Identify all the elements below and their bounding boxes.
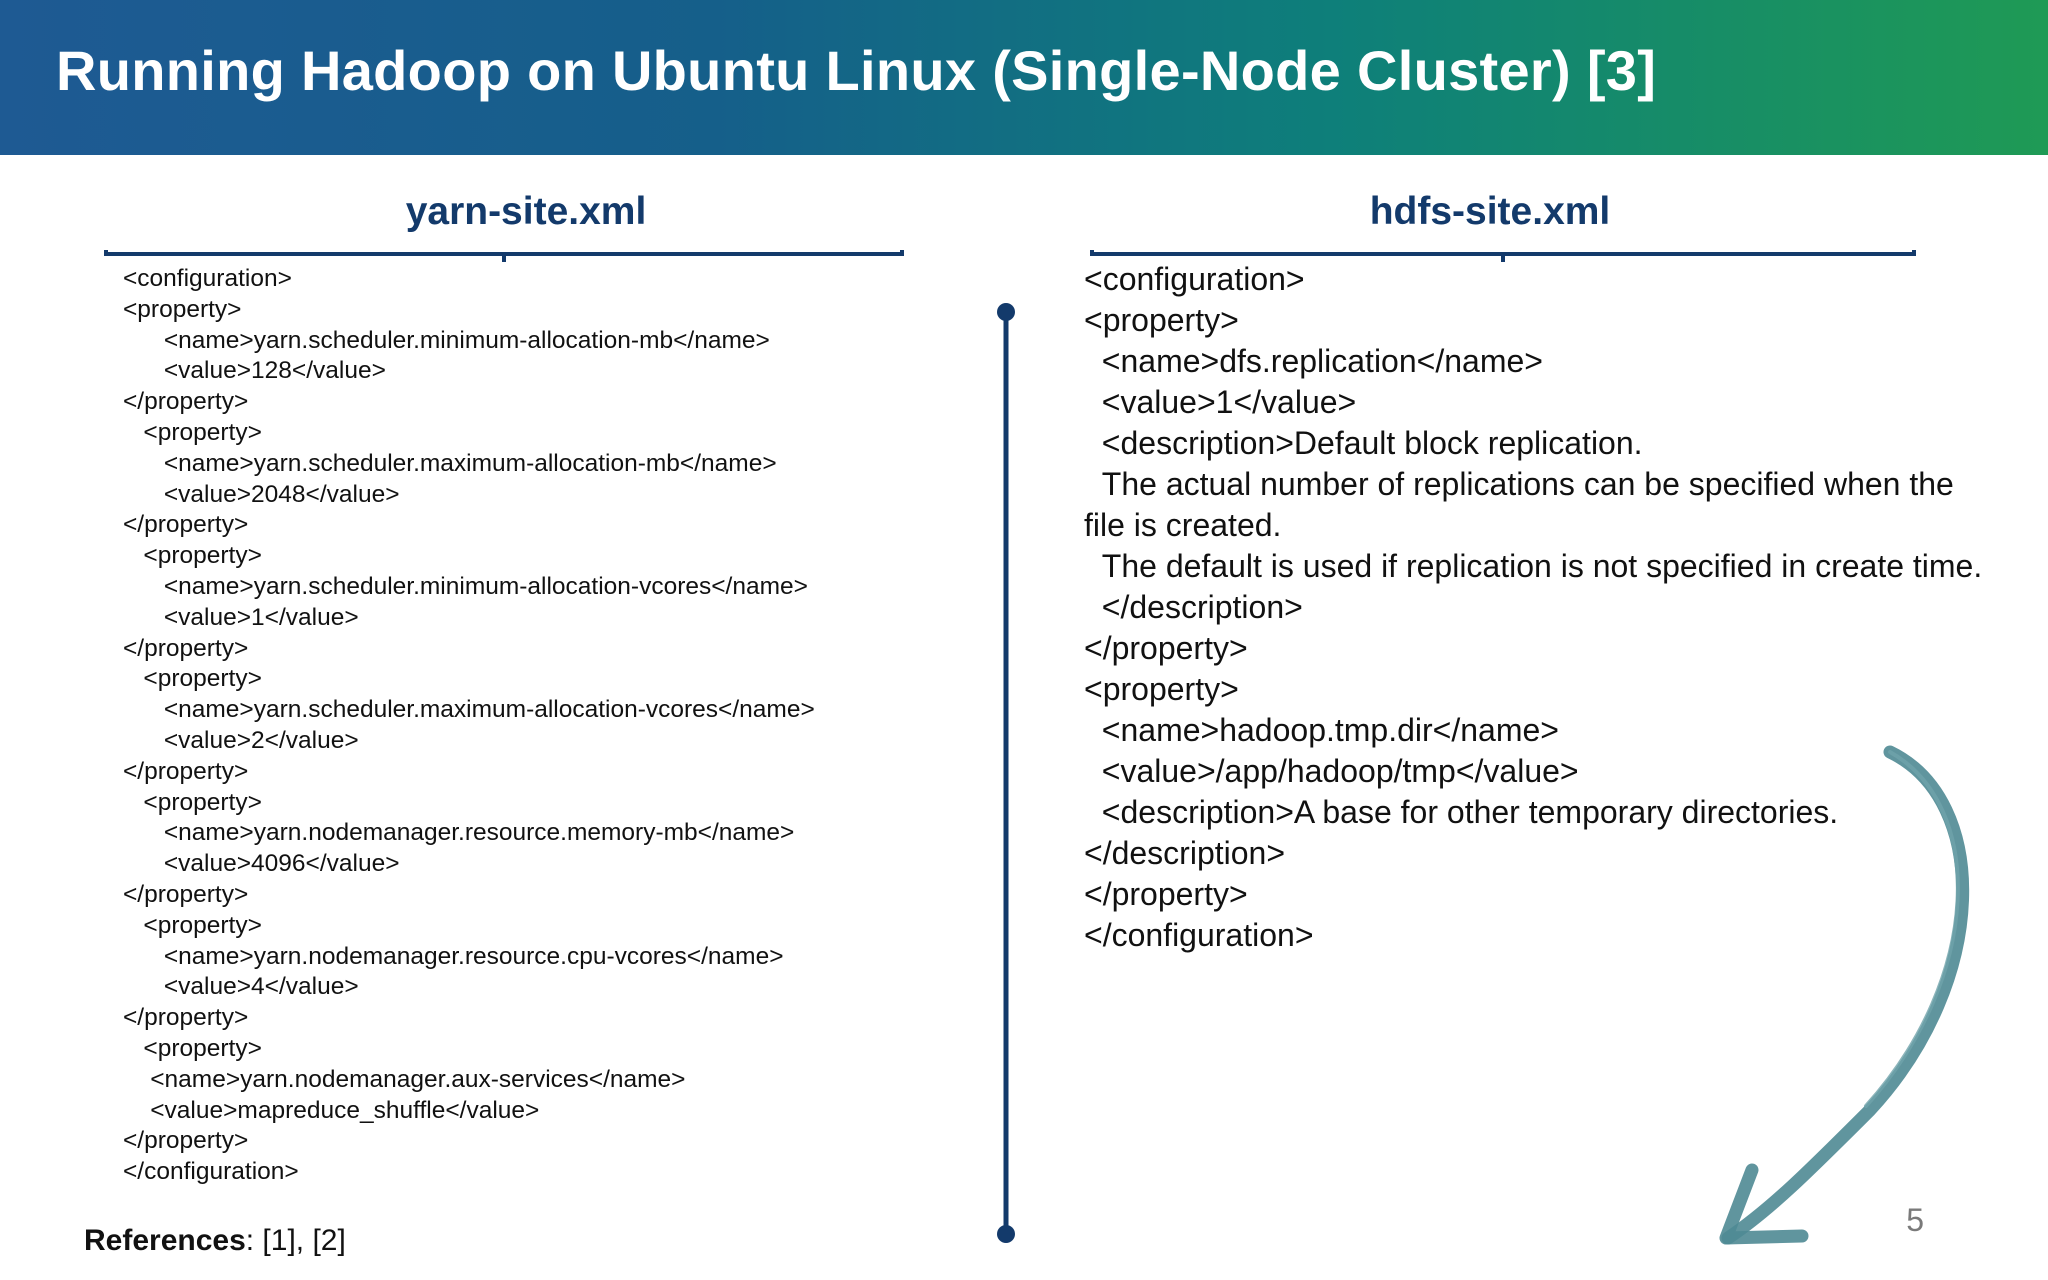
hdfs-code-line: </property> (1084, 630, 1248, 666)
yarn-code-line: <property> (123, 788, 262, 816)
curved-arrow-icon (1719, 745, 1970, 1245)
yarn-code-line: <value>4096</value> (123, 850, 400, 878)
yarn-code-line: </property> (123, 1004, 249, 1032)
yarn-code-line: <value>mapreduce_shuffle</value> (123, 1096, 540, 1124)
hdfs-code-line: The actual number of replications can be… (1084, 466, 1963, 543)
yarn-code-line: <property> (123, 542, 262, 570)
column-divider (997, 303, 1015, 1243)
page-number: 5 (1906, 1202, 1924, 1238)
slide-header: Running Hadoop on Ubuntu Linux (Single-N… (0, 0, 2048, 155)
right-brace-line (1090, 250, 1916, 262)
yarn-code-line: </property> (123, 880, 249, 908)
references-label: References (84, 1224, 246, 1257)
yarn-code-line: <name>yarn.nodemanager.resource.cpu-vcor… (123, 942, 784, 970)
hdfs-code-line: <description>Default block replication. (1084, 425, 1643, 461)
yarn-code-line: <name>yarn.scheduler.maximum-allocation-… (123, 449, 777, 477)
yarn-code-line: <name>yarn.scheduler.maximum-allocation-… (123, 696, 815, 724)
yarn-code-line: <value>1</value> (123, 603, 359, 631)
yarn-code-line: <name>yarn.nodemanager.aux-services</nam… (123, 1065, 686, 1093)
hdfs-code-line: <configuration> (1084, 261, 1305, 297)
yarn-code-line: <value>128</value> (123, 357, 386, 385)
yarn-code-line: <property> (123, 418, 262, 446)
yarn-code-line: <value>2048</value> (123, 480, 400, 508)
hdfs-site-heading: hdfs-site.xml (1369, 190, 1611, 233)
hdfs-site-code: <configuration> <property> <name>dfs.repl… (1084, 259, 1984, 956)
yarn-site-code: <configuration> <property> <name>yarn.sch… (123, 264, 815, 1188)
hdfs-code-line: <name>hadoop.tmp.dir</name> (1084, 712, 1559, 748)
yarn-code-line: </configuration> (123, 1158, 299, 1186)
hdfs-code-line: <description>A base for other temporary … (1084, 794, 1839, 871)
left-brace-line (104, 250, 904, 262)
references-values: : [1], [2] (245, 1224, 346, 1257)
yarn-code-line: </property> (123, 388, 249, 416)
slide-title: Running Hadoop on Ubuntu Linux (Single-N… (56, 39, 1657, 102)
yarn-code-line: </property> (123, 1127, 249, 1155)
hdfs-code-line: <property> (1084, 302, 1239, 338)
yarn-code-line: <name>yarn.scheduler.minimum-allocation-… (123, 326, 770, 354)
yarn-code-line: <value>4</value> (123, 973, 359, 1001)
yarn-code-line: <name>yarn.nodemanager.resource.memory-m… (123, 819, 795, 847)
yarn-site-heading: yarn-site.xml (405, 190, 647, 233)
yarn-code-line: </property> (123, 757, 249, 785)
hdfs-code-line: <name>dfs.replication</name> (1084, 343, 1543, 379)
yarn-code-line: <property> (123, 911, 262, 939)
references: References: [1], [2] (84, 1224, 346, 1258)
hdfs-code-line: <value>/app/hadoop/tmp</value> (1084, 753, 1579, 789)
hdfs-code-line: </configuration> (1084, 917, 1314, 953)
yarn-code-line: <property> (123, 665, 262, 693)
hdfs-code-line: </description> (1084, 589, 1303, 625)
hdfs-code-line: <value>1</value> (1084, 384, 1357, 420)
hdfs-code-line: <property> (1084, 671, 1239, 707)
hdfs-code-line: The default is used if replication is no… (1084, 548, 1983, 584)
yarn-code-line: <property> (123, 1034, 262, 1062)
yarn-code-line: <property> (123, 295, 242, 323)
yarn-code-line: <name>yarn.scheduler.minimum-allocation-… (123, 572, 808, 600)
yarn-code-line: </property> (123, 634, 249, 662)
yarn-code-line: <value>2</value> (123, 726, 359, 754)
hdfs-code-line: </property> (1084, 876, 1248, 912)
yarn-code-line: </property> (123, 511, 249, 539)
yarn-code-line: <configuration> (123, 265, 292, 292)
